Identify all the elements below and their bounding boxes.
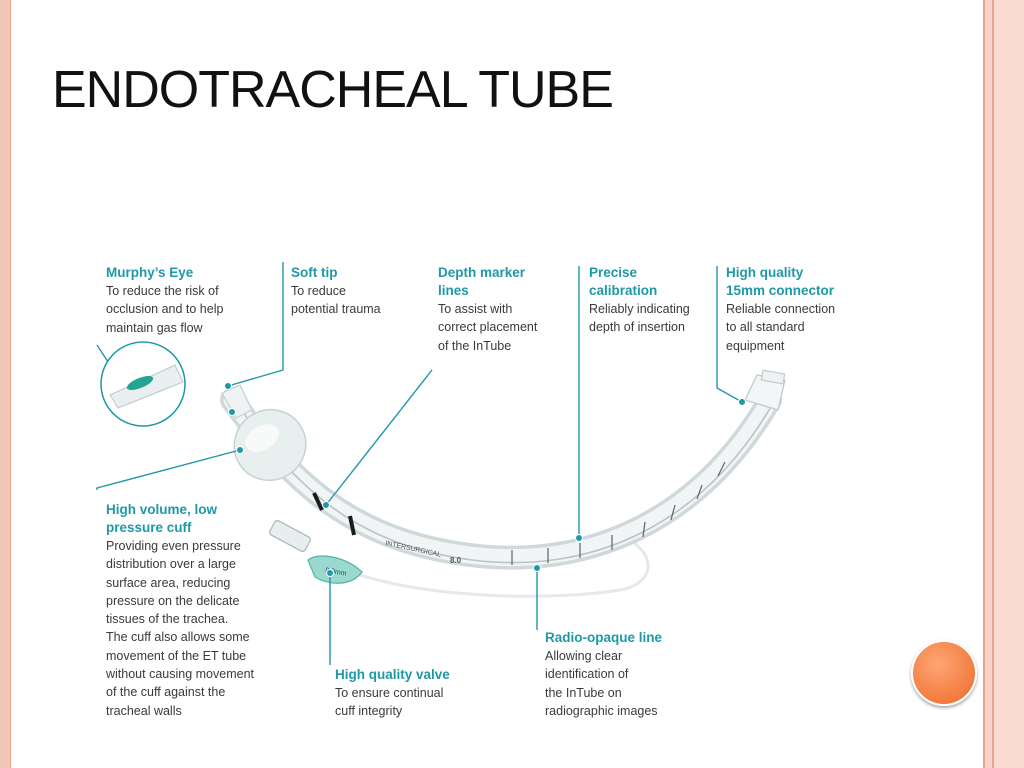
soft-tip-body: To reduce potential trauma [291, 284, 381, 317]
cuff-heading: High volume, low pressure cuff [106, 502, 218, 535]
left-border-stripe [0, 0, 11, 768]
radio-opaque-heading: Radio-opaque line [545, 630, 663, 645]
valve-heading: High quality valve [335, 667, 450, 682]
depth-marker-body: To assist with correct placement of the … [438, 302, 538, 353]
valve-body: To ensure continual cuff integrity [335, 686, 444, 719]
magnified-tube-tip [109, 364, 184, 409]
leader-connector [716, 266, 743, 403]
leader-dot-murphys-eye [228, 408, 236, 416]
connector-15mm [744, 374, 786, 411]
valve-body [269, 520, 311, 552]
annotation-connector: High quality 15mm connector Reliable con… [726, 264, 866, 355]
annotation-valve: High quality valve To ensure continual c… [335, 666, 495, 721]
depth-marker-heading: Depth marker lines [438, 265, 526, 298]
cuff-highlight [245, 424, 279, 452]
connector-body: Reliable connection to all standard equi… [726, 302, 836, 353]
slide-title: ENDOTRACHEAL TUBE [52, 61, 614, 119]
annotation-murphys-eye: Murphy’s Eye To reduce the risk of occlu… [106, 264, 281, 337]
murphys-eye-heading: Murphy’s Eye [106, 265, 194, 280]
orange-circle-button[interactable] [911, 640, 977, 706]
depth-marker-band-1 [312, 492, 324, 511]
annotation-radio-opaque: Radio-opaque line Allowing clear identif… [545, 629, 705, 720]
connector-rim [760, 369, 786, 385]
annotation-depth-marker: Depth marker lines To assist with correc… [438, 264, 578, 355]
pilot-balloon [307, 555, 363, 584]
connector-heading: High quality 15mm connector [726, 265, 835, 298]
calibration-ticks [511, 461, 726, 565]
leader-dot-soft-tip [224, 382, 232, 390]
leader-dot-depth-marker [322, 501, 330, 509]
leader-dot-cuff [236, 446, 244, 454]
magnified-murphys-eye [126, 376, 154, 390]
cuff-body: Providing even pressure distribution ove… [106, 539, 254, 718]
annotation-cuff: High volume, low pressure cuff Providing… [106, 501, 286, 720]
annotation-soft-tip: Soft tip To reduce potential trauma [291, 264, 421, 319]
radio-opaque-body: Allowing clear identification of the InT… [545, 649, 658, 718]
depth-marker-band-2 [348, 515, 356, 536]
leader-depth-marker [325, 369, 433, 506]
murphys-eye-body: To reduce the risk of occlusion and to h… [106, 284, 224, 335]
precise-calibration-body: Reliably indicating depth of insertion [589, 302, 690, 335]
leader-cuff [96, 449, 241, 490]
right-border-stripes [978, 0, 1024, 768]
soft-tip-heading: Soft tip [291, 265, 338, 280]
pilot-balloon-size-text: 8.0mm [325, 567, 347, 578]
tube-body-outer [220, 388, 782, 570]
pilot-line [359, 538, 650, 598]
leader-dot-radio-opaque [533, 564, 541, 572]
leader-soft-tip [227, 262, 284, 387]
leader-dot-valve [326, 569, 334, 577]
precise-calibration-heading: Precise calibration [589, 265, 658, 298]
tube-size-text: 8.0 [450, 556, 462, 565]
annotation-precise-calibration: Precise calibration Reliably indicating … [589, 264, 719, 337]
leader-dot-connector [738, 398, 746, 406]
leader-dot-precise-calibration [575, 534, 583, 542]
